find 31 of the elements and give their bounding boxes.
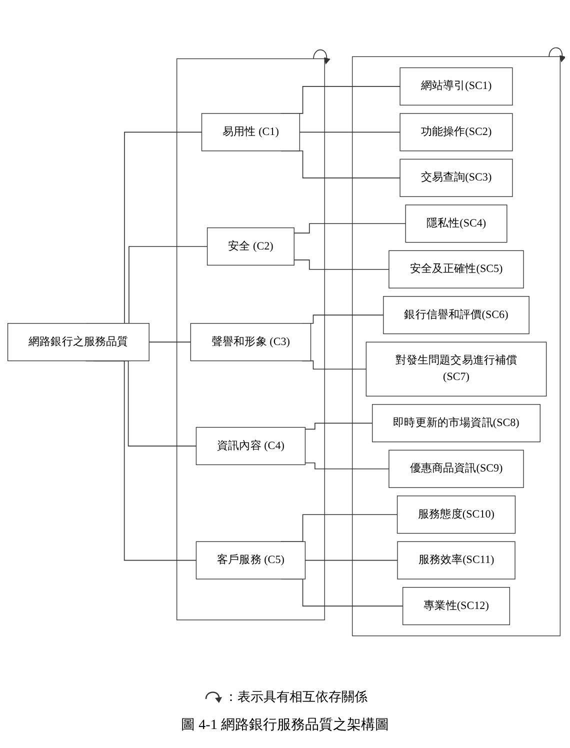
- node-box: 隱私性(SC4): [405, 204, 508, 243]
- connector: [304, 462, 390, 470]
- connector: [294, 223, 406, 234]
- node-box: 對發生問題交易進行補償(SC7): [366, 342, 547, 397]
- node-box: 安全及正確性(SC5): [388, 250, 524, 289]
- connector: [294, 260, 390, 270]
- node-box: 服務態度(SC10): [396, 496, 516, 534]
- connector: [299, 132, 400, 133]
- node-box: 網路銀行之服務品質: [7, 323, 150, 362]
- connector: [148, 342, 192, 343]
- cluster: [176, 58, 325, 620]
- node-box: 網站導引(SC1): [400, 68, 513, 106]
- node-box: 聲譽和形象 (C3): [190, 323, 312, 362]
- node-box: 易用性 (C1): [201, 113, 300, 152]
- node-box: 安全 (C2): [206, 228, 294, 266]
- node-box: 客戶服務 (C5): [196, 541, 306, 580]
- connector: [304, 560, 398, 561]
- node-box: 銀行信譽和評價(SC6): [383, 296, 530, 334]
- legend-text: ：表示具有相互依存關係: [224, 688, 368, 706]
- connector: [304, 422, 373, 430]
- arrow: [548, 48, 565, 63]
- cluster: [352, 56, 561, 636]
- node-box: 資訊內容 (C4): [196, 427, 306, 466]
- arrow: [313, 50, 330, 65]
- node-box: 優惠商品資訊(SC9): [388, 450, 524, 488]
- node-box: 交易查詢(SC3): [400, 159, 513, 198]
- node-box: 專業性(SC12): [402, 587, 510, 626]
- figure-caption: 圖 4-1 網路銀行服務品質之架構圖: [181, 716, 389, 734]
- node-box: 即時更新的市場資訊(SC8): [372, 404, 541, 442]
- node-box: 服務效率(SC11): [397, 541, 516, 580]
- node-box: 功能操作(SC2): [400, 113, 513, 152]
